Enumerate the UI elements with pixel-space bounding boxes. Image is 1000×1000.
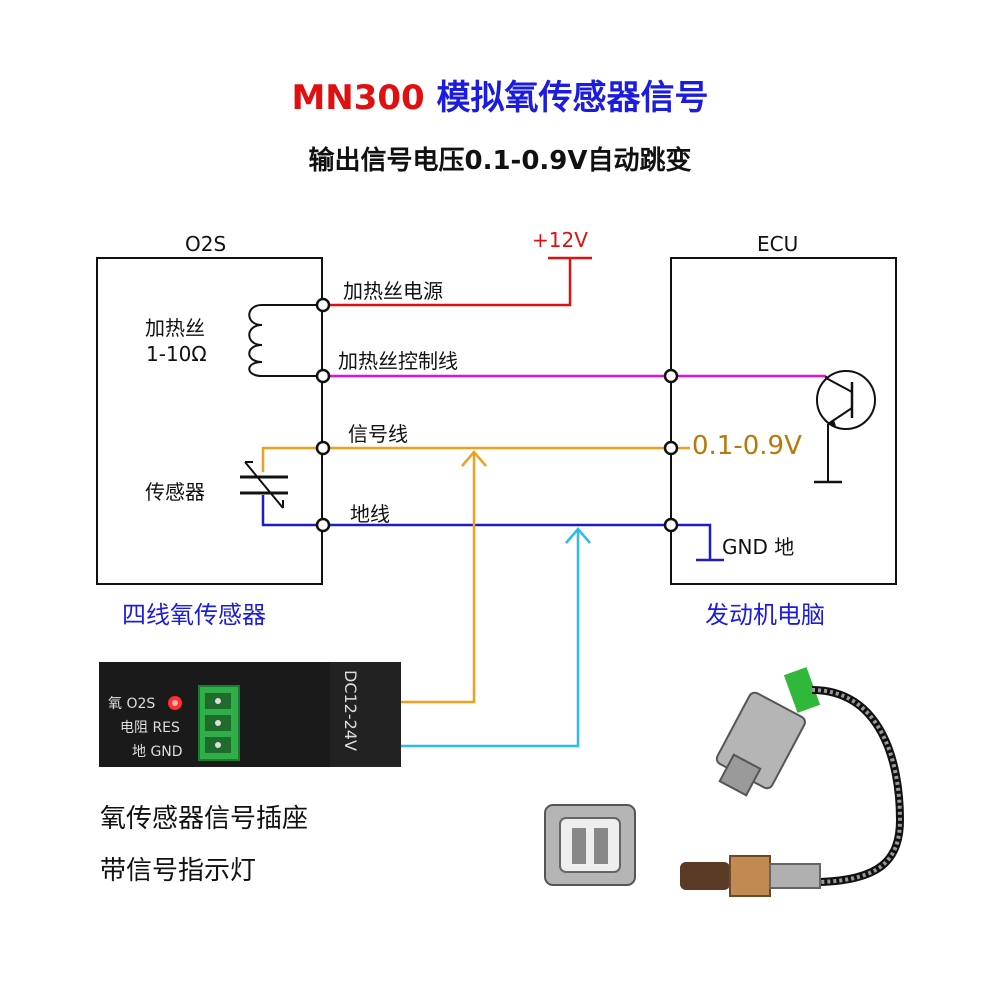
ecu-ground-lead <box>671 523 712 560</box>
signal-voltage: 0.1-0.9V <box>692 431 802 461</box>
caption-line-2: 带信号指示灯 <box>100 856 257 886</box>
oxygen-sensor-illustration <box>544 667 905 897</box>
heater-resistance: 1-10Ω <box>146 342 207 366</box>
heater-coil <box>248 304 263 377</box>
o2s-terminals <box>315 297 331 533</box>
module-voltage-label: DC12-24V <box>341 670 360 751</box>
module-row-res: 电阻 RES <box>120 720 180 736</box>
heater-power-wire <box>323 258 572 307</box>
wire-label-signal: 信号线 <box>348 422 408 446</box>
caption-line-1: 氧传感器信号插座 <box>100 804 309 834</box>
ecu-label: ECU <box>757 232 799 256</box>
ecu-ground-label: GND 地 <box>722 535 795 559</box>
o2s-caption: 四线氧传感器 <box>122 601 266 629</box>
sensor-signal-lead <box>261 446 323 472</box>
page-subtitle: 输出信号电压0.1-0.9V自动跳变 <box>308 146 692 176</box>
o2s-label: O2S <box>185 232 227 256</box>
title-text: 模拟氧传感器信号 <box>436 78 709 118</box>
heater-label: 加热丝 <box>145 316 205 340</box>
module-row-o2s: 氧 O2S <box>108 696 156 712</box>
wire-label-heater-power: 加热丝电源 <box>343 279 443 303</box>
wire-label-ground: 地线 <box>350 502 390 526</box>
ecu-caption: 发动机电脑 <box>705 601 825 629</box>
o2s-box <box>96 257 323 585</box>
sensor-ground-lead <box>261 495 323 527</box>
ecu-terminals <box>663 368 679 533</box>
sensor-label: 传感器 <box>145 480 205 504</box>
ecu-box <box>670 257 897 585</box>
module-row-gnd: 地 GND <box>132 744 183 760</box>
wire-label-heater-control: 加热丝控制线 <box>338 349 458 373</box>
supply-label: +12V <box>532 228 588 252</box>
page-title: MN300 模拟氧传感器信号 <box>0 70 1000 119</box>
transistor-symbol <box>816 370 876 430</box>
title-model: MN300 <box>291 78 425 118</box>
